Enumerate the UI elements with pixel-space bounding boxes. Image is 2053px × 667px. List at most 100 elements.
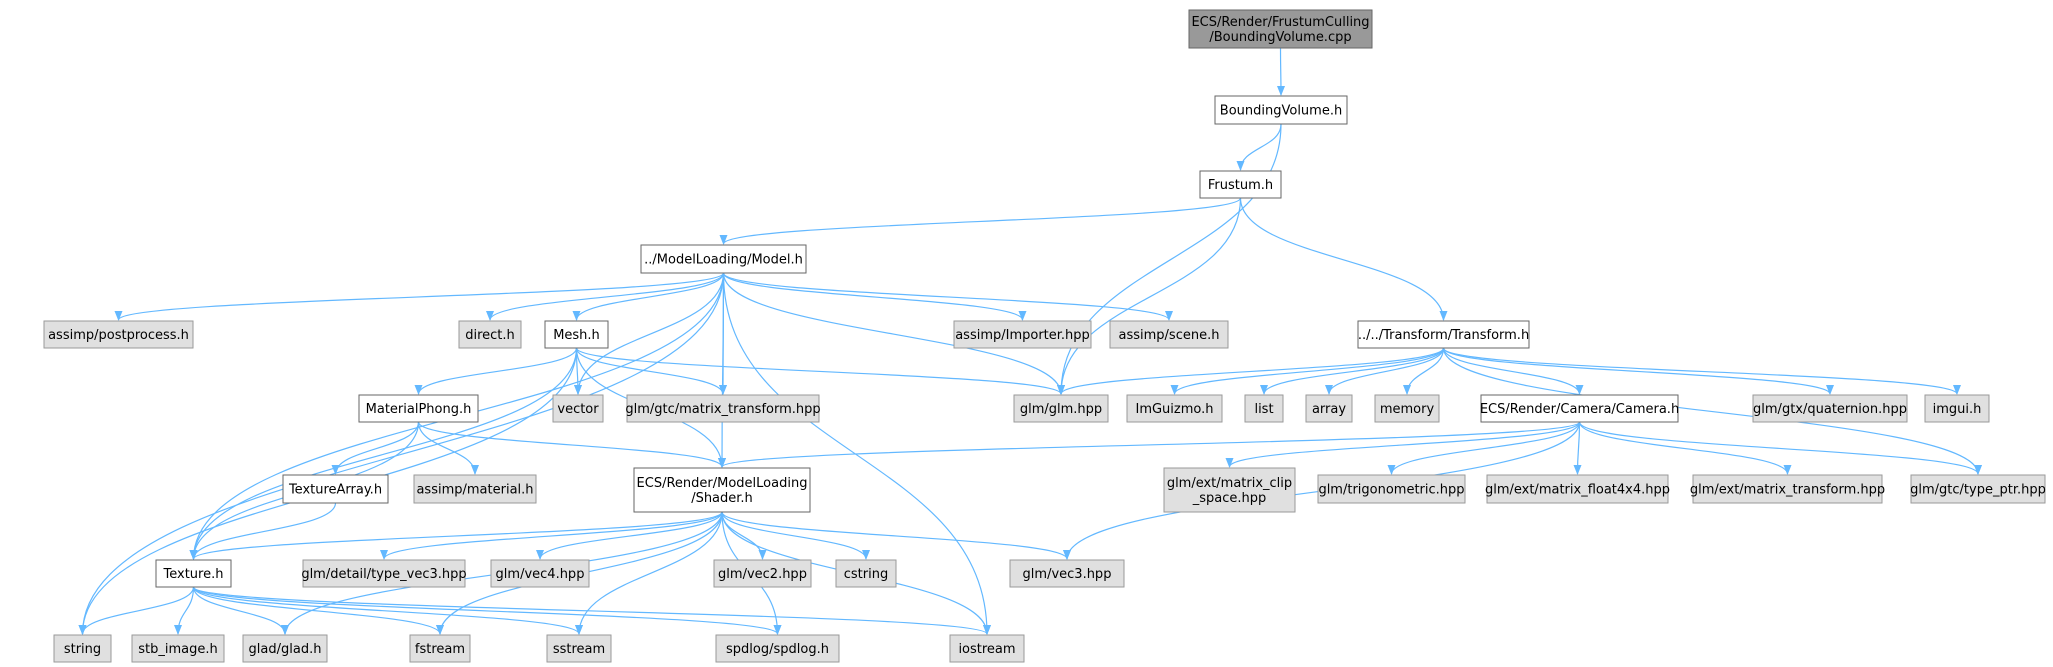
edge-model_h-to-direct_h	[486, 272, 725, 321]
node-label: vector	[557, 402, 599, 417]
node-box	[358, 394, 479, 423]
node-box	[633, 467, 811, 513]
edge-shader_h-to-sstream	[575, 511, 723, 635]
node-matrix-transform-ext: glm/ext/matrix_transform.hpp	[1690, 474, 1885, 504]
edge-model_h-to-vector	[574, 272, 725, 395]
node-label: stb_image.h	[138, 642, 218, 657]
edge-camera_h-to-matrix_float4x4	[1573, 421, 1582, 475]
node-label: assimp/scene.h	[1119, 328, 1220, 343]
edge-camera_h-to-trigonometric_hpp	[1387, 421, 1581, 475]
edge-texture_h-to-sstream	[192, 586, 583, 635]
edge-texture_h-to-fstream	[192, 586, 444, 635]
node-label: _space.hpp	[1192, 491, 1267, 506]
node-camera-h[interactable]: ECS/Render/Camera/Camera.h	[1480, 394, 1679, 423]
node-label: ECS/Render/ModelLoading	[637, 476, 808, 491]
node-box	[1126, 394, 1223, 423]
node-box	[1692, 474, 1883, 504]
edge-texturearray_h-to-texture_h	[189, 502, 337, 560]
edge-boundingvolume_h-to-glm_hpp	[1057, 123, 1282, 395]
node-materialphong-h[interactable]: MaterialPhong.h	[358, 394, 479, 423]
node-mesh-h[interactable]: Mesh.h	[544, 320, 609, 349]
node-box	[1199, 170, 1282, 199]
node-transform-h[interactable]: ../../Transform/Transform.h	[1357, 320, 1530, 349]
node-boundingvolume-h[interactable]: BoundingVolume.h	[1214, 95, 1348, 125]
node-label: glad/glad.h	[249, 642, 322, 657]
node-box	[1357, 320, 1530, 349]
node-box	[409, 634, 471, 663]
edge-frustum_h-to-glm_hpp	[1057, 197, 1242, 395]
node-box	[1305, 394, 1353, 423]
edge-mesh_h-to-texture_h	[189, 347, 578, 560]
node-shader-h[interactable]: ECS/Render/ModelLoading/Shader.h	[633, 467, 811, 513]
node-label: cstring	[844, 567, 888, 582]
node-quaternion-hpp: glm/gtx/quaternion.hpp	[1752, 394, 1908, 423]
node-array: array	[1305, 394, 1353, 423]
node-box	[1013, 394, 1109, 423]
node-matrix-transform-gtc: glm/gtc/matrix_transform.hpp	[625, 394, 821, 423]
node-box	[302, 559, 466, 588]
node-texture-h[interactable]: Texture.h	[155, 559, 232, 588]
node-texturearray-h[interactable]: TextureArray.h	[282, 474, 389, 504]
node-box	[715, 634, 840, 663]
node-label: array	[1312, 402, 1346, 417]
node-label: glm/vec3.hpp	[1023, 567, 1112, 582]
edge-shader_h-to-texture_h	[189, 511, 723, 560]
node-box	[626, 394, 820, 423]
node-label: string	[64, 642, 101, 657]
node-label: direct.h	[465, 328, 515, 343]
node-list: list	[1244, 394, 1284, 423]
edge-shader_h-to-type_vec3_hpp	[380, 511, 723, 560]
edge-materialphong_h-to-shader_h	[417, 421, 726, 468]
node-postprocess-h: assimp/postprocess.h	[43, 320, 194, 349]
node-root[interactable]: ECS/Render/FrustumCulling/BoundingVolume…	[1188, 9, 1373, 49]
node-label: glm/detail/type_vec3.hpp	[301, 567, 466, 582]
node-box	[155, 559, 232, 588]
node-glad-h: glad/glad.h	[242, 634, 328, 663]
node-iostream: iostream	[949, 634, 1025, 663]
edge-transform_h-to-memory	[1403, 347, 1445, 395]
node-frustum-h[interactable]: Frustum.h	[1199, 170, 1282, 199]
node-scene-h: assimp/scene.h	[1109, 320, 1229, 349]
node-box	[546, 634, 612, 663]
node-label: glm/vec4.hpp	[496, 567, 585, 582]
node-label: memory	[1380, 402, 1435, 417]
edge-shader_h-to-vec4_hpp	[536, 511, 723, 560]
node-stb-image-h: stb_image.h	[131, 634, 225, 663]
edge-model_h-to-string	[78, 272, 725, 635]
node-label: ../../Transform/Transform.h	[1358, 328, 1529, 343]
edge-mesh_h-to-materialphong_h	[414, 347, 578, 395]
edge-transform_h-to-quaternion_hpp	[1442, 347, 1834, 395]
node-box	[242, 634, 328, 663]
edge-shader_h-to-cstring	[721, 511, 870, 560]
node-label: list	[1254, 402, 1273, 417]
nodes-layer: ECS/Render/FrustumCulling/BoundingVolume…	[43, 9, 2046, 663]
edge-mesh_h-to-glm_hpp	[575, 347, 1065, 395]
node-spdlog-h: spdlog/spdlog.h	[715, 634, 840, 663]
edge-model_h-to-glm_hpp	[722, 272, 1065, 395]
edge-mesh_h-to-matrix_transform_gtc	[575, 347, 727, 395]
node-model-h[interactable]: ../ModelLoading/Model.h	[640, 244, 807, 274]
node-vec2-hpp: glm/vec2.hpp	[713, 559, 812, 588]
node-box	[1188, 9, 1373, 49]
edge-transform_h-to-glm_hpp	[1057, 347, 1445, 395]
node-box	[713, 559, 812, 588]
edge-model_h-to-scene_h	[722, 272, 1173, 321]
edge-root-to-boundingvolume_h	[1276, 47, 1285, 96]
node-label: /BoundingVolume.cpp	[1209, 30, 1351, 45]
node-trigonometric-hpp: glm/trigonometric.hpp	[1317, 474, 1466, 504]
node-box	[413, 474, 537, 504]
node-vec3-hpp: glm/vec3.hpp	[1009, 559, 1125, 588]
node-box	[1486, 474, 1669, 504]
node-box	[1163, 467, 1296, 513]
node-label: assimp/Importer.hpp	[955, 328, 1090, 343]
node-label: imgui.h	[1933, 402, 1982, 417]
node-label: glm/ext/matrix_clip	[1167, 476, 1292, 491]
node-box	[544, 320, 609, 349]
edge-transform_h-to-imguizmo_h	[1170, 347, 1445, 395]
node-cstring: cstring	[835, 559, 897, 588]
edge-texture_h-to-spdlog_h	[192, 586, 782, 635]
edge-materialphong_h-to-material_h	[417, 421, 479, 475]
node-vec4-hpp: glm/vec4.hpp	[490, 559, 590, 588]
edge-boundingvolume_h-to-frustum_h	[1236, 123, 1282, 171]
